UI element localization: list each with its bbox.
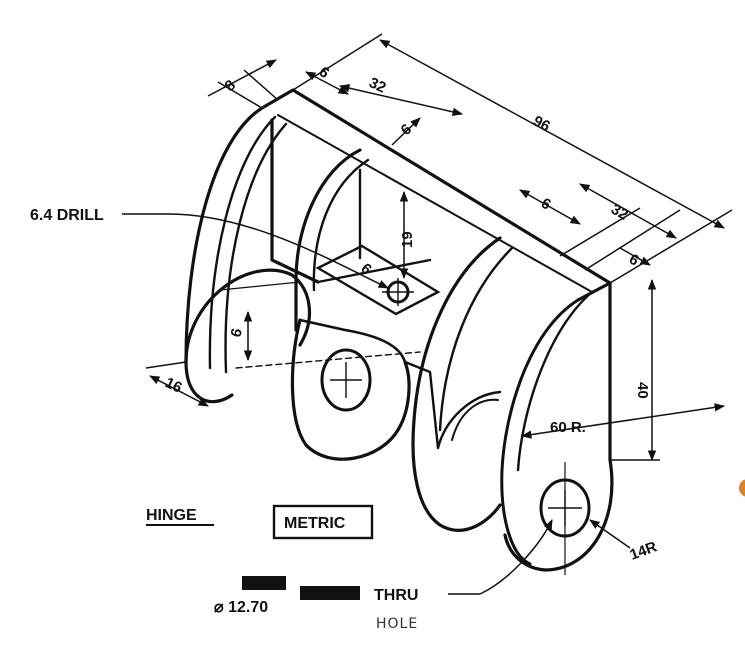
dim-32-top-right: 32	[608, 201, 631, 224]
left-knuckle-arc-1	[208, 115, 277, 370]
thru-note: THRU	[374, 587, 418, 604]
middle-knuckle-front	[290, 318, 411, 461]
pin-hole-right	[539, 462, 591, 575]
drill-note: 6.4 DRILL	[30, 207, 104, 224]
dim-6-top-right: 6	[538, 195, 554, 214]
middle-knuckle-slot	[298, 318, 407, 364]
dim-14r: 14R	[628, 538, 660, 563]
title-hinge: HINGE	[146, 507, 197, 524]
redaction-bar-2	[300, 586, 360, 600]
pocket	[315, 244, 441, 316]
left-knuckle-end	[184, 268, 312, 364]
middle-knuckle-arc	[312, 158, 370, 292]
dim-16: 16	[162, 374, 184, 396]
redaction-bar-1	[242, 576, 286, 590]
dim-6-left-side: 6	[227, 327, 246, 339]
dim-60r: 60 R.	[550, 419, 586, 436]
edge-marker	[739, 479, 745, 497]
dim-32-top-left: 32	[366, 74, 388, 96]
middle-knuckle-outline	[294, 148, 362, 332]
dim-40: 40	[634, 382, 651, 399]
dim-6-pocket: 6	[357, 260, 374, 278]
pin-hole-middle	[320, 348, 372, 412]
center-web	[270, 118, 320, 284]
metric-box	[272, 504, 374, 540]
dim-96: 96	[530, 113, 553, 136]
hinge-body	[184, 88, 614, 572]
dimension-lines	[122, 33, 733, 595]
diameter-note: ⌀ 12.70	[214, 599, 268, 616]
dim-6-top-left: 6	[316, 63, 333, 82]
right-knuckle-arc-3	[516, 290, 594, 472]
dim-19: 19	[399, 231, 416, 248]
right-knuckle-arc-2	[500, 298, 580, 566]
right-knuckle-arc-1	[438, 246, 514, 432]
lower-web	[403, 360, 502, 450]
right-knuckle-outline	[411, 236, 502, 532]
hole-note: HOLE	[376, 616, 418, 632]
metric-label: METRIC	[284, 515, 346, 532]
